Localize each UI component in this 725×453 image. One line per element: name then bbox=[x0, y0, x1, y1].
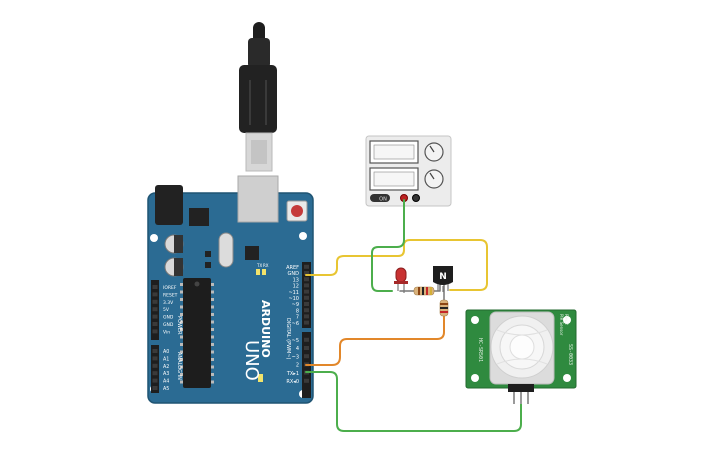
analog-pin-socket[interactable] bbox=[152, 378, 158, 383]
analog-pin-label: A0 bbox=[163, 349, 169, 355]
crystal bbox=[218, 232, 234, 268]
npn-transistor[interactable]: N bbox=[433, 266, 453, 292]
power-switch-label: ON bbox=[379, 197, 387, 203]
digital-pin-socket[interactable] bbox=[304, 277, 309, 282]
transistor-label: N bbox=[439, 272, 447, 282]
mount-hole bbox=[150, 234, 158, 242]
pir-left-label: HC-SR501 bbox=[477, 338, 483, 362]
arduino-model: UNO bbox=[241, 340, 262, 381]
analog-pin-socket[interactable] bbox=[152, 363, 158, 368]
power-pin-socket[interactable] bbox=[152, 307, 158, 312]
digital-pin-label: 4 bbox=[296, 346, 299, 352]
digital-pin-socket[interactable] bbox=[304, 314, 309, 319]
dc-jack bbox=[155, 185, 183, 225]
digital-pin-label: ~3 bbox=[292, 354, 299, 360]
power-pin-socket[interactable] bbox=[152, 314, 158, 319]
digital-pin-label: 13 bbox=[293, 277, 299, 283]
power-pin-socket[interactable] bbox=[152, 299, 158, 304]
digital-pin-label: ~5 bbox=[292, 338, 299, 344]
analog-pin-label: A4 bbox=[163, 379, 169, 385]
power-pin-label: 3.3V bbox=[163, 300, 174, 306]
power-led bbox=[258, 374, 263, 382]
analog-pin-label: A2 bbox=[163, 364, 169, 370]
digital-pin-label: ~11 bbox=[288, 290, 299, 296]
wire-gnd[interactable] bbox=[305, 239, 488, 291]
power-pin-label: GND bbox=[163, 315, 174, 321]
resistor-base[interactable] bbox=[439, 299, 449, 317]
digital-pin-socket[interactable] bbox=[304, 346, 309, 350]
digital-header-label: DIGITAL (PWM~) bbox=[285, 318, 291, 360]
digital-pin-socket[interactable] bbox=[304, 295, 309, 300]
mount-hole bbox=[299, 232, 307, 240]
power-pin-socket[interactable] bbox=[152, 292, 158, 297]
pir-right-label: SS-0033 bbox=[567, 344, 573, 365]
digital-pin-label: RX◂0 bbox=[286, 379, 299, 385]
digital-pin-label: ~9 bbox=[292, 302, 299, 308]
analog-pin-label: A1 bbox=[163, 356, 169, 362]
wires[interactable] bbox=[305, 199, 522, 432]
digital-pin-socket[interactable] bbox=[304, 378, 309, 383]
power-pin-label: Vin bbox=[163, 329, 170, 335]
digital-pin-label: 12 bbox=[293, 284, 299, 290]
usb-port bbox=[237, 175, 279, 223]
digital-pin-label: 7 bbox=[296, 315, 299, 321]
power-header-label: POWER bbox=[176, 316, 182, 335]
digital-pin-socket[interactable] bbox=[304, 354, 309, 359]
power-pin-label: GND bbox=[163, 322, 174, 328]
resistor-led[interactable] bbox=[413, 286, 435, 296]
power-pin-label: 5V bbox=[163, 307, 170, 313]
pir-top-sub-label: Rev.2 bbox=[564, 314, 569, 325]
negative-terminal[interactable] bbox=[412, 194, 420, 202]
power-switch[interactable] bbox=[370, 194, 390, 202]
arduino-brand: ARDUINO bbox=[259, 300, 272, 358]
digital-pin-socket[interactable] bbox=[304, 337, 309, 342]
wire-pin3-to-resistor[interactable] bbox=[305, 315, 445, 366]
analog-pin-label: A3 bbox=[163, 371, 169, 377]
digital-pin-label: ~10 bbox=[288, 296, 299, 302]
tx-led-label: TX bbox=[256, 263, 262, 268]
arduino-uno-board[interactable]: TX RX ARDUINO UNO AREFGND1312~11~10~987~… bbox=[147, 175, 314, 404]
digital-pin-socket[interactable] bbox=[304, 308, 309, 313]
power-pin-label: IOREF bbox=[163, 285, 177, 291]
pir-top-label: PIR Sensor bbox=[559, 314, 564, 336]
usb-chip bbox=[245, 246, 259, 260]
pir-pin-header bbox=[508, 384, 534, 392]
red-led[interactable] bbox=[394, 267, 408, 293]
analog-pin-socket[interactable] bbox=[152, 349, 158, 353]
digital-header-high bbox=[302, 262, 311, 328]
power-supply[interactable]: ON bbox=[365, 135, 452, 207]
power-pin-socket[interactable] bbox=[152, 285, 158, 289]
atmega-chip bbox=[183, 278, 211, 388]
wire-pin2-to-pir[interactable] bbox=[305, 371, 522, 432]
digital-pin-socket[interactable] bbox=[304, 271, 309, 275]
wire-supply-to-led[interactable] bbox=[371, 199, 405, 292]
digital-pin-label: GND bbox=[288, 271, 300, 277]
power-pin-socket[interactable] bbox=[152, 329, 158, 334]
analog-pin-socket[interactable] bbox=[152, 371, 158, 376]
digital-pin-label: TX▸1 bbox=[286, 371, 299, 377]
analog-pin-socket[interactable] bbox=[152, 356, 158, 361]
digital-pin-socket[interactable] bbox=[304, 320, 309, 325]
digital-pin-socket[interactable] bbox=[304, 302, 309, 306]
digital-pin-socket[interactable] bbox=[304, 289, 309, 294]
rx-led-label: RX bbox=[263, 263, 269, 268]
digital-pin-label: AREF bbox=[286, 265, 299, 271]
digital-pin-label: ~6 bbox=[292, 321, 299, 327]
analog-header-label: ANALOG IN bbox=[176, 352, 182, 380]
digital-pin-socket[interactable] bbox=[304, 264, 309, 269]
pir-sensor[interactable]: HC-SR501 SS-0033 PIR Sensor Rev.2 bbox=[465, 309, 577, 404]
digital-pin-label: 8 bbox=[296, 308, 299, 314]
analog-pin-label: A5 bbox=[163, 386, 169, 392]
power-pin-socket[interactable] bbox=[152, 322, 158, 326]
digital-pin-socket[interactable] bbox=[304, 283, 309, 288]
usb-cable[interactable] bbox=[239, 22, 277, 172]
analog-header bbox=[151, 345, 159, 393]
voltage-regulator bbox=[189, 208, 209, 226]
digital-pin-label: 2 bbox=[296, 363, 299, 369]
analog-pin-socket[interactable] bbox=[152, 386, 158, 390]
power-pin-label: RESET bbox=[163, 292, 178, 298]
